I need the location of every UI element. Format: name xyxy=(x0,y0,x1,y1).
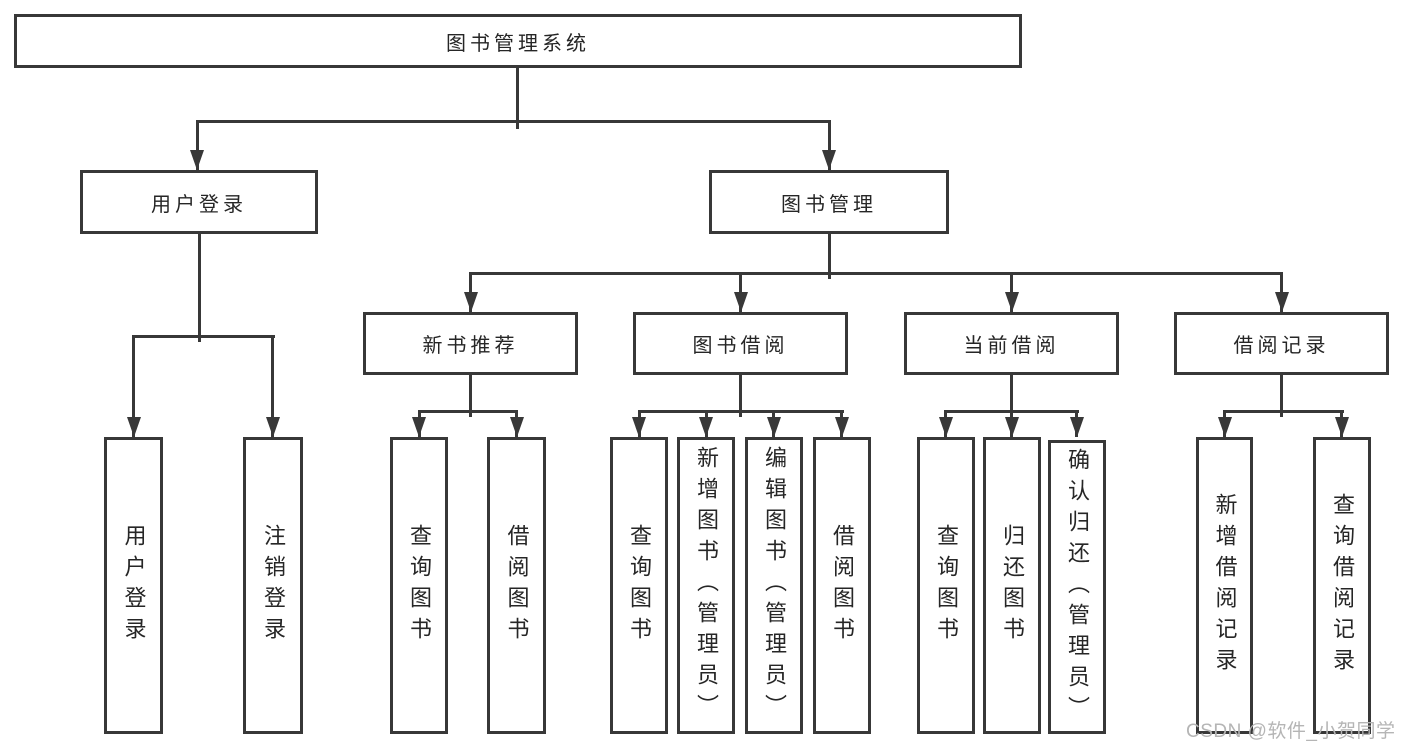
node-current-borrowing-label: 当前借阅 xyxy=(963,335,1060,357)
arrow-down-icon xyxy=(190,150,204,170)
leaf-return-book: 归还图书 xyxy=(983,437,1041,734)
arrow-down-icon xyxy=(464,292,478,312)
arrow-down-icon xyxy=(939,417,953,437)
arrow-down-icon xyxy=(632,417,646,437)
arrow-down-icon xyxy=(1275,292,1289,312)
connector-line xyxy=(469,375,472,417)
node-book-borrowing: 图书借阅 xyxy=(633,312,848,375)
arrow-down-icon xyxy=(1070,417,1084,437)
csdn-watermark: CSDN @软件_小贺同学 xyxy=(1186,721,1396,742)
connector-line xyxy=(418,410,518,413)
node-borrowing-records-label: 借阅记录 xyxy=(1233,335,1330,357)
node-root-label: 图书管理系统 xyxy=(446,32,590,55)
leaf-label: 注销登录 xyxy=(261,523,286,648)
node-current-borrowing: 当前借阅 xyxy=(904,312,1119,375)
leaf-borrow-books: 借阅图书 xyxy=(487,437,546,734)
arrow-down-icon xyxy=(734,292,748,312)
arrow-down-icon xyxy=(1005,417,1019,437)
leaf-query-borrow-record: 查询借阅记录 xyxy=(1313,437,1371,734)
node-book-management: 图书管理 xyxy=(709,170,949,234)
connector-line xyxy=(1223,410,1344,413)
connector-line xyxy=(1280,375,1283,417)
connector-line xyxy=(271,335,274,437)
node-book-borrowing-label: 图书借阅 xyxy=(692,335,789,357)
leaf-label: 用户登录 xyxy=(121,523,147,648)
connector-line xyxy=(132,335,135,437)
leaf-label: 查询借阅记录 xyxy=(1330,492,1355,679)
connector-line xyxy=(198,234,201,342)
arrow-down-icon xyxy=(266,417,280,437)
arrow-down-icon xyxy=(835,417,849,437)
node-user-login: 用户登录 xyxy=(80,170,318,234)
arrow-down-icon xyxy=(822,150,836,170)
leaf-borrow-books: 借阅图书 xyxy=(813,437,871,734)
node-user-login-label: 用户登录 xyxy=(151,193,247,216)
node-book-management-label: 图书管理 xyxy=(781,193,877,216)
leaf-user-login: 用户登录 xyxy=(104,437,163,734)
node-new-book-recommend: 新书推荐 xyxy=(363,312,578,375)
leaf-label: 确认归还（管理员） xyxy=(1065,447,1090,727)
leaf-label: 借阅图书 xyxy=(504,523,530,648)
node-new-book-recommend-label: 新书推荐 xyxy=(422,335,519,357)
leaf-label: 查询图书 xyxy=(627,523,652,648)
arrow-down-icon xyxy=(510,417,524,437)
arrow-down-icon xyxy=(412,417,426,437)
leaf-logout: 注销登录 xyxy=(243,437,303,734)
node-root: 图书管理系统 xyxy=(14,14,1022,68)
leaf-query-books: 查询图书 xyxy=(610,437,668,734)
leaf-label: 查询图书 xyxy=(407,523,432,648)
connector-line xyxy=(944,410,1079,413)
leaf-label: 新增图书（管理员） xyxy=(694,446,719,725)
leaf-label: 新增借阅记录 xyxy=(1212,492,1238,679)
connector-line xyxy=(739,375,742,417)
arrow-down-icon xyxy=(699,417,713,437)
leaf-add-book-admin: 新增图书（管理员） xyxy=(677,437,735,734)
connector-line xyxy=(828,120,831,170)
connector-line xyxy=(638,410,844,413)
connector-line xyxy=(516,68,519,129)
arrow-down-icon xyxy=(1005,292,1019,312)
leaf-label: 归还图书 xyxy=(1000,523,1025,648)
connector-line xyxy=(828,234,831,279)
connector-line xyxy=(1010,375,1013,437)
leaf-label: 编辑图书（管理员） xyxy=(762,446,787,725)
arrow-down-icon xyxy=(1218,417,1232,437)
leaf-add-borrow-record: 新增借阅记录 xyxy=(1196,437,1253,734)
arrow-down-icon xyxy=(127,417,141,437)
connector-line xyxy=(196,120,199,170)
leaf-query-books: 查询图书 xyxy=(390,437,448,734)
leaf-confirm-return-admin: 确认归还（管理员） xyxy=(1048,440,1106,734)
connector-line xyxy=(196,120,831,123)
leaf-edit-book-admin: 编辑图书（管理员） xyxy=(745,437,803,734)
leaf-label: 查询图书 xyxy=(934,523,959,648)
connector-line xyxy=(469,272,1283,275)
connector-line xyxy=(132,335,275,338)
leaf-label: 借阅图书 xyxy=(830,523,855,648)
leaf-query-books: 查询图书 xyxy=(917,437,975,734)
node-borrowing-records: 借阅记录 xyxy=(1174,312,1389,375)
arrow-down-icon xyxy=(767,417,781,437)
arrow-down-icon xyxy=(1335,417,1349,437)
